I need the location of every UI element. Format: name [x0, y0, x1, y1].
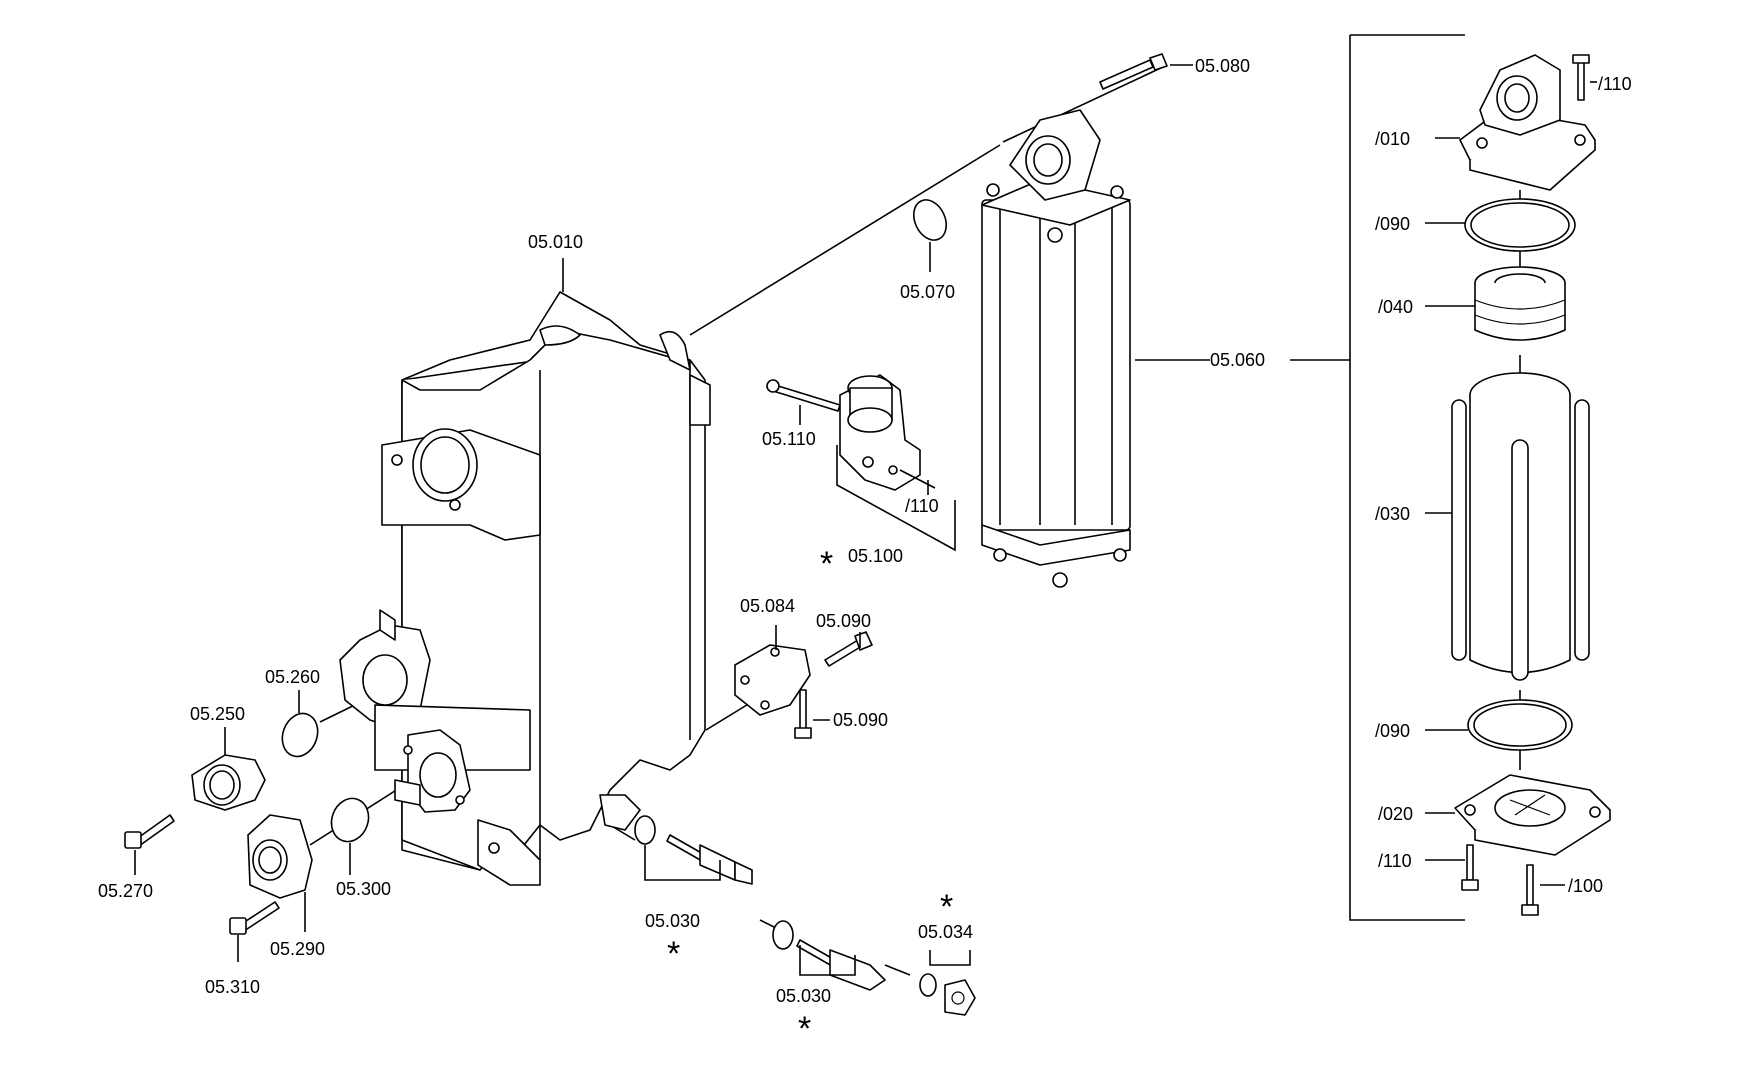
- label-010: /010: [1375, 129, 1410, 149]
- label-040: /040: [1378, 297, 1413, 317]
- label-110-bottom: /110: [1378, 851, 1412, 871]
- label-05-310: 05.310: [205, 977, 260, 997]
- solenoid-valve: [766, 374, 956, 552]
- label-05-300: 05.300: [336, 879, 391, 899]
- label-05-084: 05.084: [740, 596, 795, 616]
- label-05-034: 05.034: [918, 922, 973, 942]
- label-05-060: 05.060: [1210, 350, 1265, 370]
- asterisk-05-100: *: [820, 545, 833, 583]
- callout-labels: 05.010 05.080 05.070 05.060 05.110 /110 …: [98, 56, 1632, 1048]
- label-05-030-right: 05.030: [776, 986, 831, 1006]
- label-05-090-bottom: 05.090: [833, 710, 888, 730]
- label-110-valve: /110: [905, 496, 939, 516]
- label-05-250: 05.250: [190, 704, 245, 724]
- label-05-110: 05.110: [762, 429, 816, 449]
- bracket: [734, 631, 873, 739]
- filter-housing: [912, 53, 1168, 588]
- label-100: /100: [1568, 876, 1603, 896]
- label-05-090-top: 05.090: [816, 611, 871, 631]
- label-090-bottom: /090: [1375, 721, 1410, 741]
- label-05-070: 05.070: [900, 282, 955, 302]
- sensors: [634, 815, 976, 1016]
- label-05-260: 05.260: [265, 667, 320, 687]
- filter-exploded-view: [1290, 34, 1611, 921]
- label-020: /020: [1378, 804, 1413, 824]
- asterisk-05-034: *: [940, 888, 953, 926]
- oil-cooler-housing: [339, 291, 711, 886]
- label-05-030-left: 05.030: [645, 911, 700, 931]
- label-05-270: 05.270: [98, 881, 153, 901]
- label-05-080: 05.080: [1195, 56, 1250, 76]
- asterisk-05-030-right: *: [798, 1010, 811, 1048]
- label-05-290: 05.290: [270, 939, 325, 959]
- label-030: /030: [1375, 504, 1410, 524]
- asterisk-05-030-left: *: [667, 935, 680, 973]
- callout-ticks: [134, 64, 1597, 976]
- left-flanges: [124, 712, 370, 935]
- label-05-100: 05.100: [848, 546, 903, 566]
- label-05-010: 05.010: [528, 232, 583, 252]
- label-110-top: /110: [1598, 74, 1632, 94]
- label-090-top: /090: [1375, 214, 1410, 234]
